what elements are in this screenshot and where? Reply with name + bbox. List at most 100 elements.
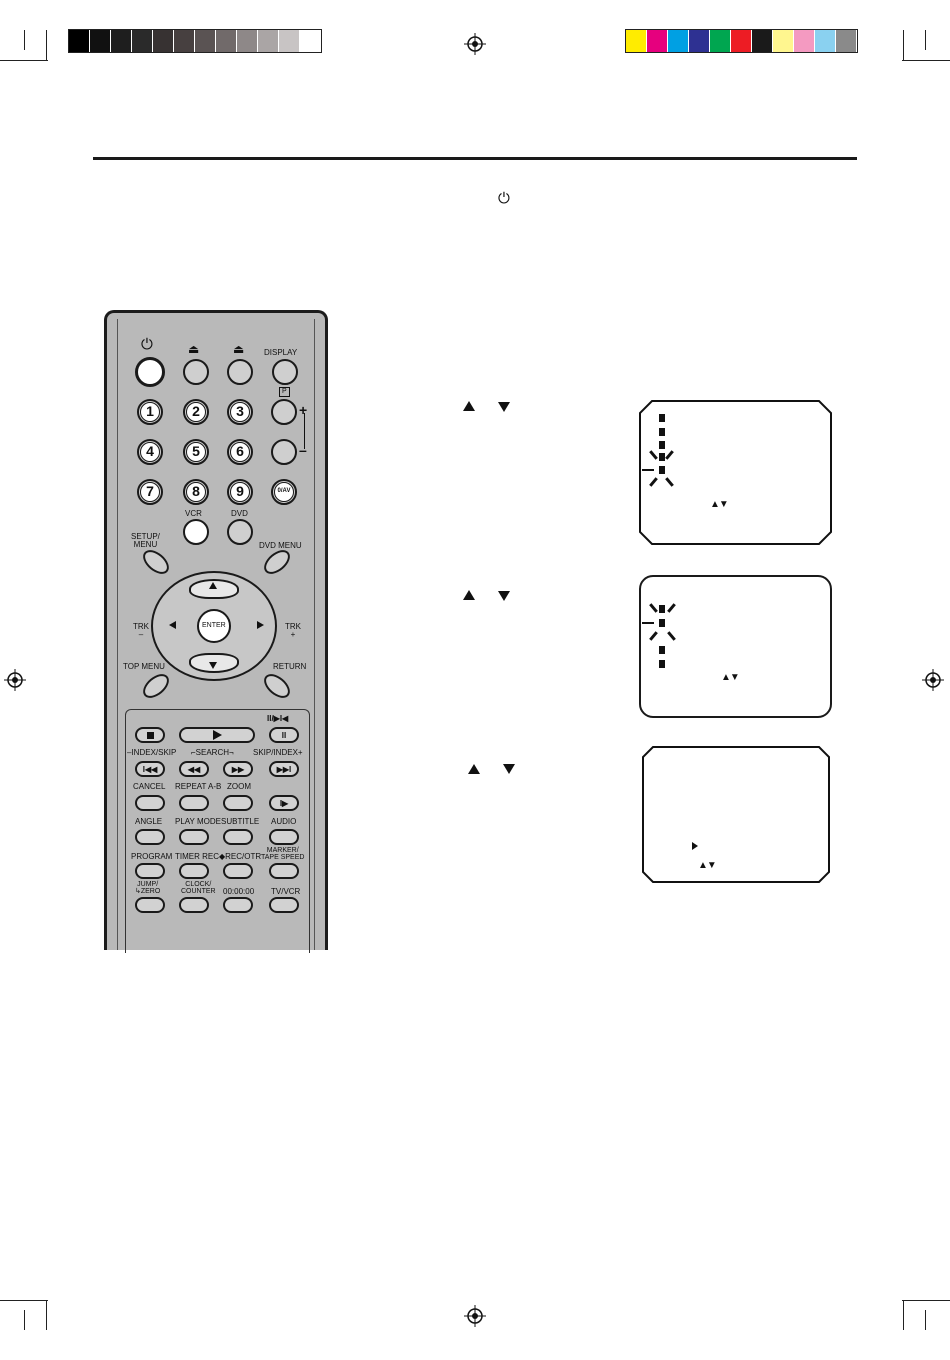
number-2-button[interactable]: 2 xyxy=(183,399,209,425)
eject-button[interactable] xyxy=(183,359,209,385)
timer-rec-button[interactable] xyxy=(179,863,209,879)
stop-button[interactable] xyxy=(135,727,165,743)
eject-label: ⏏ xyxy=(188,342,200,356)
tv-vcr-label: TV/VCR xyxy=(271,887,301,896)
gray-swatch-bar xyxy=(68,29,322,53)
crop-mark xyxy=(903,1300,904,1330)
crop-mark xyxy=(24,30,25,50)
skip-back-button[interactable]: I◀◀ xyxy=(135,761,165,777)
open-close-button[interactable] xyxy=(227,359,253,385)
power-button[interactable] xyxy=(135,357,165,387)
pause-step-button[interactable]: II xyxy=(269,727,299,743)
tv-vcr-button[interactable] xyxy=(269,897,299,913)
marker-tape-speed-button[interactable] xyxy=(269,863,299,879)
color-swatch xyxy=(836,30,857,52)
step3-up-arrow-icon xyxy=(468,764,480,774)
number-3-button[interactable]: 3 xyxy=(227,399,253,425)
cancel-button[interactable] xyxy=(135,795,165,811)
crop-mark xyxy=(24,1310,25,1330)
audio-button[interactable] xyxy=(269,829,299,845)
registration-mark-icon xyxy=(464,33,486,55)
nav-down-icon xyxy=(209,662,217,669)
color-swatch xyxy=(153,30,174,52)
crop-mark xyxy=(0,60,48,61)
number-8-button[interactable]: 8 xyxy=(183,479,209,505)
nav-left-icon xyxy=(169,621,176,629)
channel-down-button[interactable] xyxy=(271,439,297,465)
rec-otr-button[interactable] xyxy=(223,863,253,879)
index-skip-minus-label: –INDEX/SKIP xyxy=(127,748,177,757)
crop-mark xyxy=(46,1300,47,1330)
zoom-label: ZOOM xyxy=(227,782,251,791)
registration-mark-icon xyxy=(922,669,944,691)
number-6-button[interactable]: 6 xyxy=(227,439,253,465)
dvd-menu-label: DVD MENU xyxy=(259,541,302,550)
color-swatch xyxy=(710,30,731,52)
setup-menu-label: SETUP/ MENU xyxy=(131,532,160,549)
channel-bracket xyxy=(304,413,305,449)
channel-plus-label: + xyxy=(299,402,308,418)
nav-up-button[interactable] xyxy=(189,579,239,599)
subtitle-button[interactable] xyxy=(223,829,253,845)
registration-mark-icon xyxy=(4,669,26,691)
channel-up-button[interactable] xyxy=(271,399,297,425)
color-swatch xyxy=(626,30,647,52)
crop-mark xyxy=(0,1300,48,1301)
enter-label: ENTER xyxy=(202,622,226,629)
color-swatch xyxy=(258,30,279,52)
skip-forward-button[interactable]: ▶▶I xyxy=(269,761,299,777)
number-4-button[interactable]: 4 xyxy=(137,439,163,465)
number-7-button[interactable]: 7 xyxy=(137,479,163,505)
zero-counter-label: 00:00:00 xyxy=(223,887,255,896)
play-mode-button[interactable] xyxy=(179,829,209,845)
step1-up-arrow-icon xyxy=(463,401,475,411)
registration-mark-icon xyxy=(464,1305,486,1327)
subtitle-label: SUBTITLE xyxy=(221,817,260,826)
color-swatch xyxy=(216,30,237,52)
number-9-button[interactable]: 9 xyxy=(227,479,253,505)
play-mode-label: PLAY MODE xyxy=(175,817,221,826)
lower-button-panel xyxy=(125,709,310,953)
select-arrows-hint: ▲▼ xyxy=(698,860,717,871)
cursor-right-icon xyxy=(692,842,698,850)
vcr-label: VCR xyxy=(185,509,202,518)
color-swatch xyxy=(279,30,300,52)
color-swatch xyxy=(69,30,90,52)
zero-av-button[interactable]: 0/AV xyxy=(271,479,297,505)
crop-mark xyxy=(902,60,950,61)
repeat-ab-button[interactable] xyxy=(179,795,209,811)
menu-item-marker xyxy=(659,646,665,654)
step1-screen xyxy=(639,400,832,545)
fast-forward-button[interactable]: ▶▶ xyxy=(223,761,253,777)
number-5-button[interactable]: 5 xyxy=(183,439,209,465)
selected-item-marker xyxy=(659,466,665,474)
nav-up-icon xyxy=(209,582,217,589)
program-button[interactable] xyxy=(135,863,165,879)
rec-otr-label: ◆REC/OTR xyxy=(219,852,262,861)
crop-mark xyxy=(925,30,926,50)
return-label: RETURN xyxy=(273,662,307,671)
program-label: PROGRAM xyxy=(131,852,173,861)
cancel-label: CANCEL xyxy=(133,782,166,791)
remote-control: ⏻ ⏏ ⏏ DISPLAY 1 2 3 P + 4 5 6 – 7 8 9 0/… xyxy=(104,310,328,953)
zoom-button[interactable] xyxy=(223,795,253,811)
number-1-button[interactable]: 1 xyxy=(137,399,163,425)
display-button[interactable] xyxy=(272,359,298,385)
enter-button[interactable] xyxy=(197,609,231,643)
zero-counter-button[interactable] xyxy=(223,897,253,913)
slow-button[interactable]: I▶ xyxy=(269,795,299,811)
jump-zero-button[interactable] xyxy=(135,897,165,913)
vcr-button[interactable] xyxy=(183,519,209,545)
timer-rec-label: TIMER REC xyxy=(175,852,219,861)
rewind-button[interactable]: ◀◀ xyxy=(179,761,209,777)
angle-button[interactable] xyxy=(135,829,165,845)
crop-mark xyxy=(902,1300,950,1301)
audio-label: AUDIO xyxy=(271,817,297,826)
top-menu-label: TOP MENU xyxy=(123,662,165,671)
color-swatch xyxy=(195,30,216,52)
pause-step-label: II/▶I◀ xyxy=(267,714,289,723)
dvd-button[interactable] xyxy=(227,519,253,545)
cursor-dash xyxy=(642,469,654,471)
menu-item-marker xyxy=(659,414,665,422)
clock-counter-button[interactable] xyxy=(179,897,209,913)
